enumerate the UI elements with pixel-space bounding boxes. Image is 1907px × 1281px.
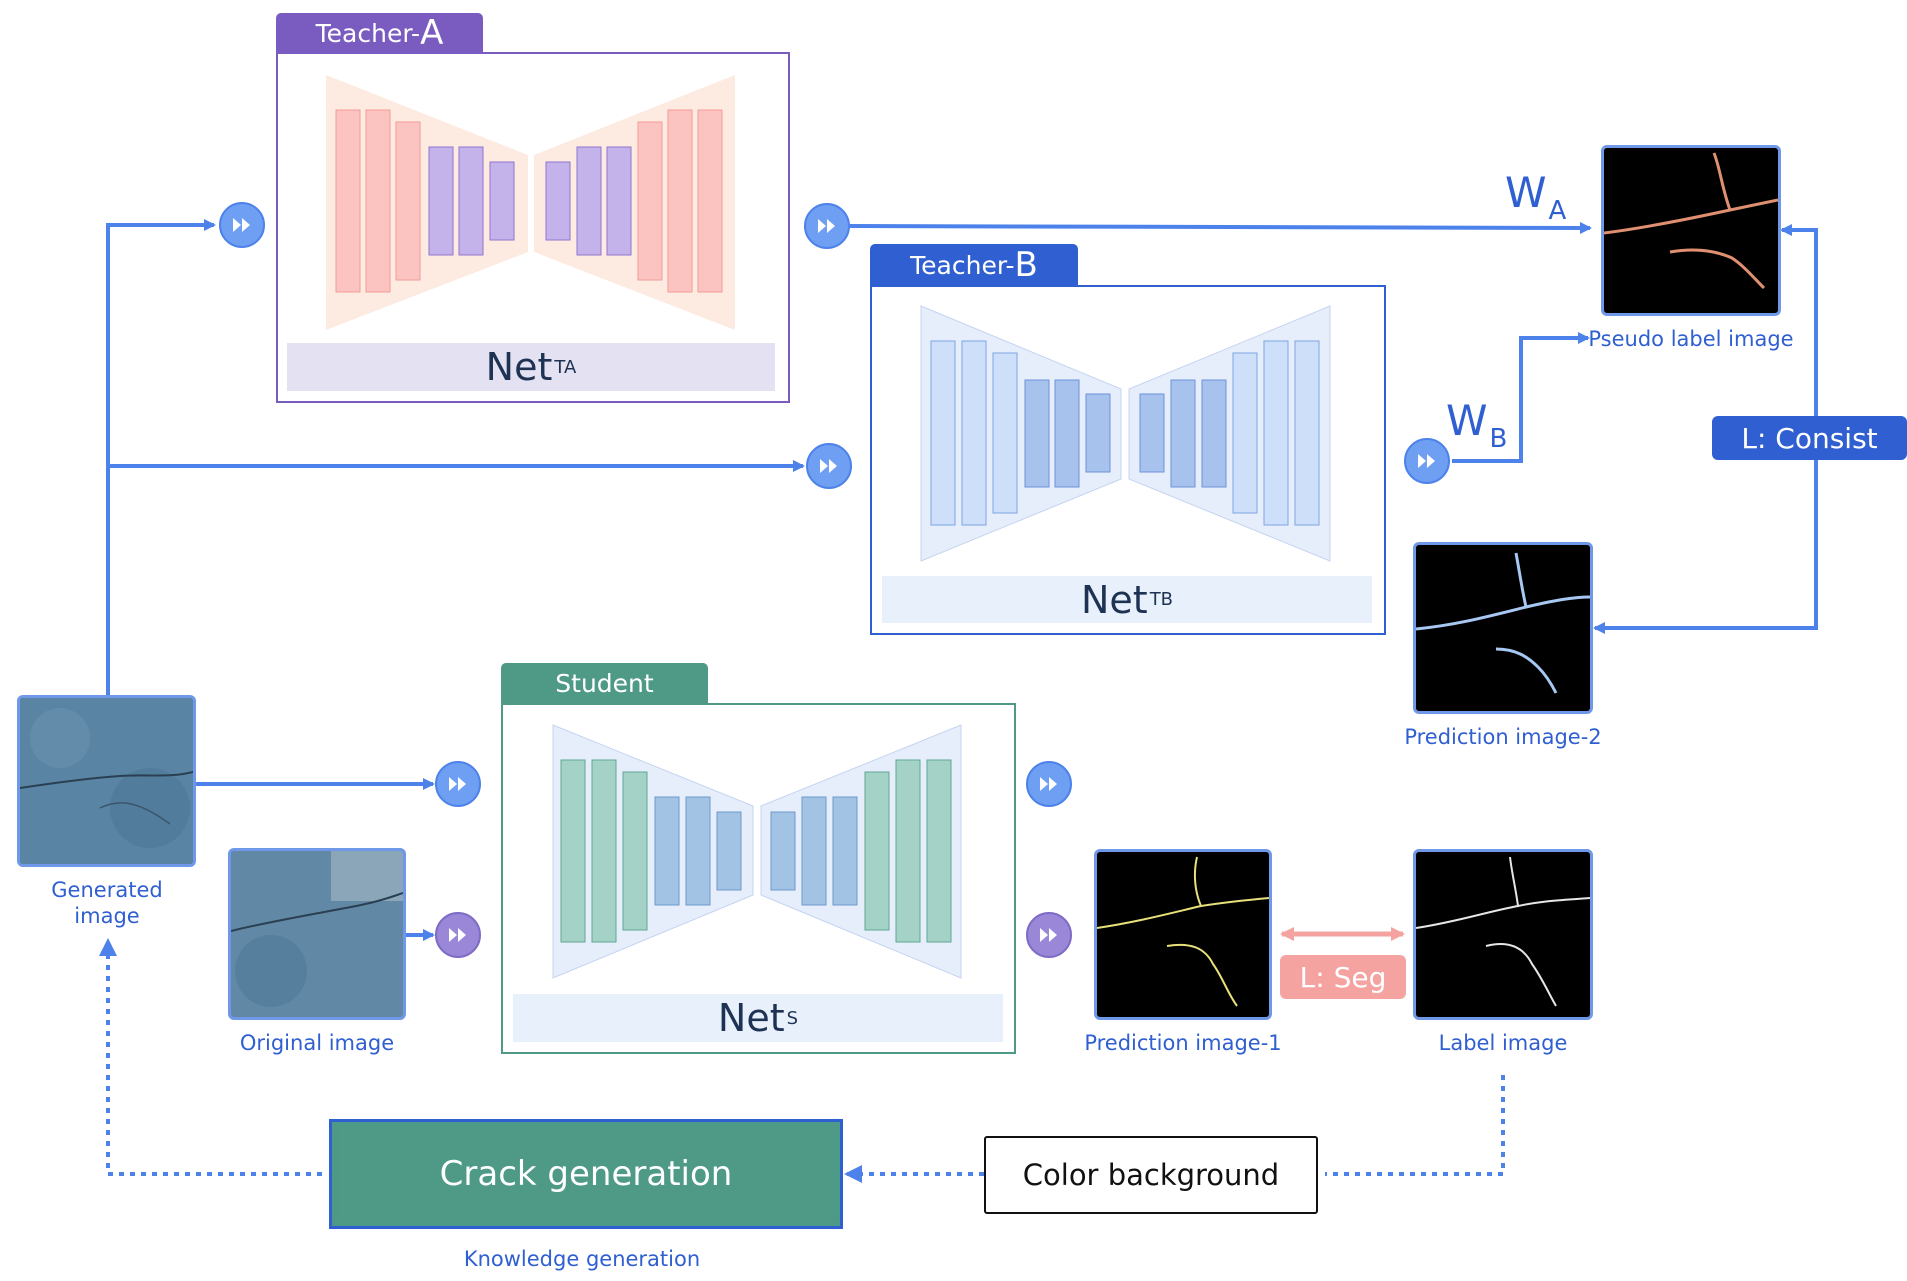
net-s-subscript: S [786,1007,799,1029]
fast-forward-icon [804,203,850,249]
prediction-1-caption: Prediction image-1 [1084,1031,1282,1055]
teacher-a-box [276,52,790,403]
original-caption: Original image [239,1031,395,1055]
color-background-label: Color background [1022,1158,1280,1192]
fast-forward-icon [1404,438,1450,484]
fast-forward-icon [1026,761,1072,807]
weight-b-label: WB [1446,396,1507,454]
prediction-2-caption: Prediction image-2 [1404,725,1602,749]
knowledge-loop [99,938,1505,1183]
crack-generation-label: Crack generation [439,1154,733,1194]
label-caption: Label image [1438,1031,1568,1055]
student-box [501,703,1016,1054]
weight-a-w: W [1505,168,1547,217]
generated-caption-line1: Generated [51,878,163,902]
teacher-a-tab-letter: A [420,13,444,53]
pseudo-label-image [1601,145,1781,316]
seg-loss-text: L: Seg [1299,960,1387,994]
fast-forward-icon [435,761,481,807]
weight-a-label: WA [1505,168,1566,226]
fast-forward-icon [435,912,481,958]
net-ta-text: Net [485,345,553,389]
student-tab: Student [501,663,708,704]
weight-b-sub: B [1489,424,1508,454]
original-image [228,848,406,1020]
teacher-b-box [870,285,1386,635]
seg-loss-badge: L: Seg [1280,955,1406,999]
teacher-b-tab: Teacher-B [870,244,1078,286]
weight-b-w: W [1446,396,1488,445]
teacher-a-tab-prefix: Teacher- [315,18,421,48]
net-tb-text: Net [1080,577,1148,622]
pseudo-label-caption: Pseudo label image [1588,327,1794,351]
consist-arrow [1593,460,1818,634]
teacher-b-tab-prefix: Teacher- [910,250,1015,280]
fast-forward-icon [219,202,265,248]
fast-forward-icon [1026,912,1072,958]
consist-loss-badge: L: Consist [1712,416,1907,460]
net-tb-subscript: TB [1149,589,1174,610]
prediction-image-1 [1094,849,1272,1020]
color-background-block: Color background [984,1136,1318,1214]
consist-loss-text: L: Consist [1741,421,1878,455]
generated-image [17,695,196,867]
prediction-image-2 [1413,542,1593,714]
knowledge-caption: Knowledge generation [463,1247,701,1271]
label-image [1413,849,1593,1020]
teacher-b-tab-letter: B [1014,245,1038,285]
teacher-a-tab: Teacher-A [276,13,483,53]
crack-generation-block: Crack generation [329,1119,843,1229]
net-ta-subscript: TA [554,356,577,378]
generated-caption-line2: image [74,904,140,928]
weight-a-sub: A [1548,196,1567,226]
student-tab-label: Student [555,669,654,698]
net-s-text: Net [717,996,785,1040]
fast-forward-icon [806,443,852,489]
